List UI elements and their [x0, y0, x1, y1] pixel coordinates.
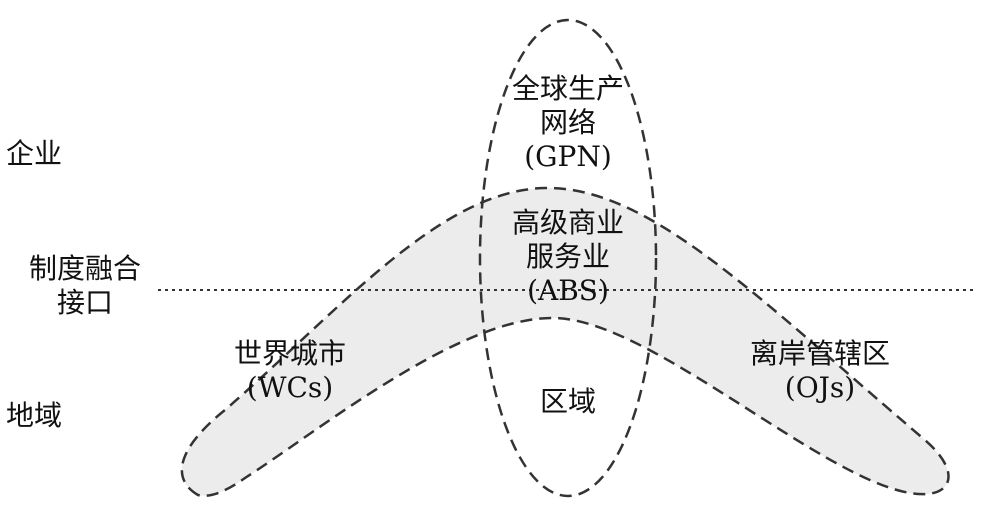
abs-label-line3: (ABS)	[527, 274, 609, 307]
ojs-label-line1: 离岸管辖区	[749, 337, 890, 370]
ojs-label: 离岸管辖区 (OJs)	[720, 337, 920, 405]
institutional-interface-label-line2: 接口	[56, 286, 113, 319]
gpn-label-line2: 网络	[539, 106, 596, 139]
institutional-interface-label: 制度融合 接口	[10, 252, 160, 320]
wcs-label: 世界城市 (WCs)	[205, 337, 375, 405]
region-label: 区域	[539, 385, 596, 418]
wcs-label-line1: 世界城市	[233, 337, 346, 370]
ojs-label-line2: (OJs)	[784, 371, 856, 404]
institutional-interface-label-line1: 制度融合	[28, 252, 141, 285]
abs-label: 高级商业 服务业 (ABS)	[478, 206, 658, 308]
gpn-label: 全球生产 网络 (GPN)	[478, 72, 658, 174]
enterprise-label: 企业	[6, 137, 63, 170]
gpn-ellipse	[478, 18, 658, 498]
gpn-label-line3: (GPN)	[524, 140, 612, 173]
abs-label-line2: 服务业	[525, 240, 610, 273]
abs-label-line1: 高级商业	[511, 206, 624, 239]
gpn-label-line1: 全球生产	[511, 72, 624, 105]
wcs-label-line2: (WCs)	[246, 371, 334, 404]
abs-boomerang-band	[180, 186, 950, 497]
territory-label: 地域	[6, 399, 63, 432]
